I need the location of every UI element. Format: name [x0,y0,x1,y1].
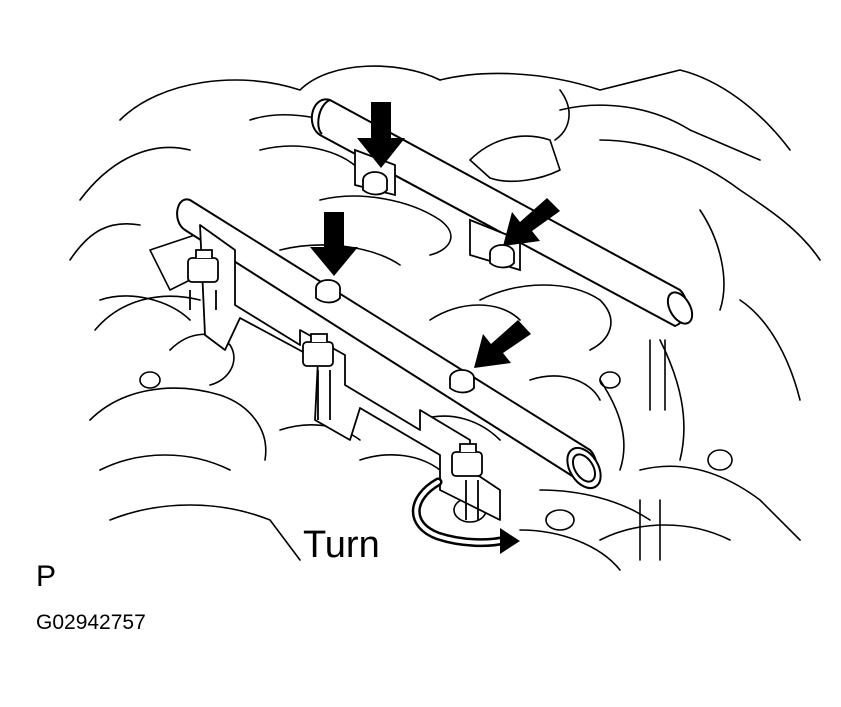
bolt [315,171,515,394]
down-arrow-icon [357,102,405,168]
injector-connector [187,249,483,520]
diagonal-arrow-icon [474,320,531,368]
figure-id: G02942757 [36,611,146,634]
front-delivery-pipe [176,198,602,490]
engine-background-linework [69,65,821,571]
curved-turn-arrow-icon [411,477,520,554]
down-arrow-icon [310,212,358,276]
rear-delivery-pipe [310,98,694,327]
view-letter: P [36,560,57,593]
diagonal-arrow-icon [503,198,560,246]
turn-label: Turn [303,524,380,566]
